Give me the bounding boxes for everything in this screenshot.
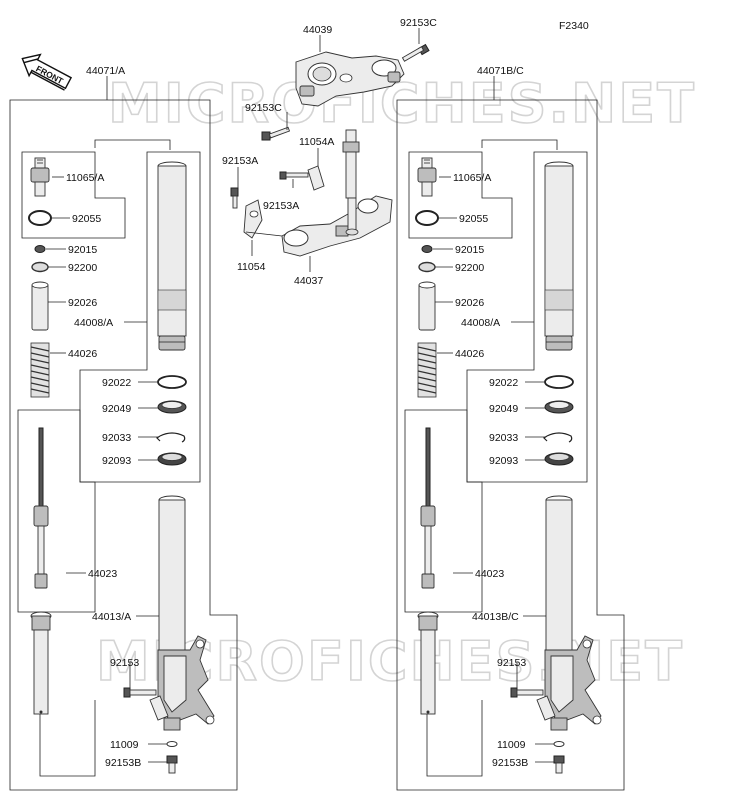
label-right-92200: 92200 (455, 262, 484, 274)
label-44071a: 44071/A (86, 65, 125, 77)
label-right-44023: 44023 (475, 568, 504, 580)
bracket-11054a (307, 148, 325, 191)
label-92153a-2: 92153A (263, 200, 299, 212)
label-right-92093: 92093 (489, 455, 518, 467)
label-left-92055: 92055 (72, 213, 101, 225)
bolt-92153a-2 (279, 171, 309, 180)
label-left-92015: 92015 (68, 244, 97, 256)
watermark-top: MICROFICHES.NET (107, 71, 696, 136)
watermark-text-top: MICROFICHES.NET (108, 72, 696, 135)
bracket-11054 (243, 199, 263, 239)
front-arrow-icon: FRONT (21, 53, 73, 91)
bolt-92153c-upper (401, 43, 430, 62)
label-92153a-1: 92153A (222, 155, 258, 167)
top-leaders (106, 76, 495, 100)
label-44039: 44039 (303, 24, 332, 36)
label-right-44026: 44026 (455, 348, 484, 360)
label-right-11065: 11065/A (453, 172, 491, 184)
label-92153c-mid: 92153C (245, 102, 282, 114)
label-left-92200: 92200 (68, 262, 97, 274)
label-right-92033: 92033 (489, 432, 518, 444)
label-right-92055: 92055 (459, 213, 488, 225)
label-right-92026: 92026 (455, 297, 484, 309)
label-left-11065: 11065/A (66, 172, 104, 184)
label-left-44013: 44013/A (92, 611, 131, 623)
label-left-92022: 92022 (102, 377, 131, 389)
label-right-92022: 92022 (489, 377, 518, 389)
label-11054: 11054 (237, 261, 266, 273)
label-right-92153: 92153 (497, 657, 526, 669)
label-left-92049: 92049 (102, 403, 131, 415)
label-right-11009: 11009 (497, 739, 526, 751)
labels-right-leg: 11065/A 92055 92015 92200 92026 44008/A … (453, 172, 528, 769)
label-11054a: 11054A (299, 136, 334, 148)
steering-stem (281, 129, 393, 257)
label-right-92153b: 92153B (492, 757, 528, 769)
label-left-92153b: 92153B (105, 757, 141, 769)
label-left-44023: 44023 (88, 568, 117, 580)
upper-triple-clamp (295, 51, 405, 107)
label-92153c-top: 92153C (400, 17, 437, 29)
bolt-92153a-1 (230, 187, 239, 209)
label-right-92049: 92049 (489, 403, 518, 415)
label-left-92026: 92026 (68, 297, 97, 309)
label-left-92033: 92033 (102, 432, 131, 444)
label-right-44013: 44013B/C (472, 611, 519, 623)
label-left-44008: 44008/A (74, 317, 113, 329)
label-left-92153: 92153 (110, 657, 139, 669)
labels-left-leg: 11065/A 92055 92015 92200 92026 44008/A … (66, 172, 141, 769)
centre-leaders (237, 28, 420, 272)
label-left-11009: 11009 (110, 739, 139, 751)
label-left-44026: 44026 (68, 348, 97, 360)
diagram-code: F2340 (559, 20, 589, 32)
label-44037: 44037 (294, 275, 323, 287)
bolt-92153c-lower (261, 126, 291, 141)
label-44071bc: 44071B/C (477, 65, 524, 77)
label-left-92093: 92093 (102, 455, 131, 467)
label-right-44008: 44008/A (461, 317, 500, 329)
label-right-92015: 92015 (455, 244, 484, 256)
